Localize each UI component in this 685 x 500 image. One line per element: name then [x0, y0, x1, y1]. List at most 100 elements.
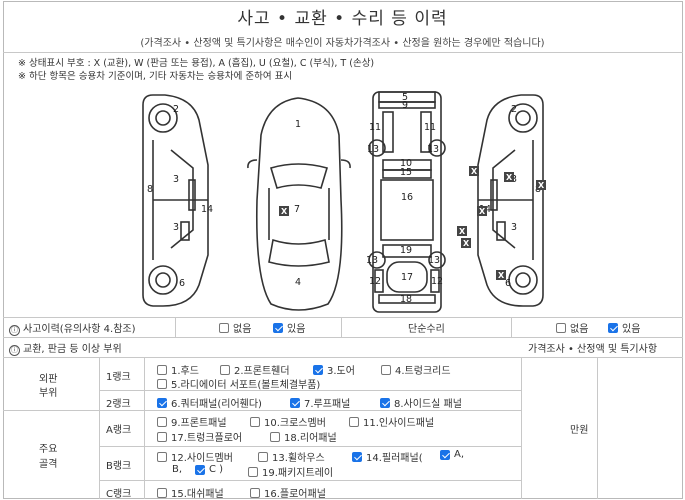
svg-text:14: 14: [201, 204, 213, 215]
svg-text:11: 11: [424, 122, 436, 133]
side-sill-label: 8.사이드실 패널: [394, 399, 462, 410]
svg-text:7: 7: [294, 204, 300, 215]
cross-member-checkbox[interactable]: [250, 416, 260, 427]
rank2-label: 2랭크: [106, 399, 131, 410]
svg-text:10: 10: [400, 158, 412, 169]
frame-view: [368, 91, 446, 313]
pillar-a-checkbox[interactable]: [440, 449, 450, 460]
svg-text:1: 1: [295, 119, 301, 130]
svg-text:2: 2: [173, 104, 179, 115]
svg-text:9: 9: [402, 100, 408, 111]
warning-circle-icon: ⓘ: [9, 344, 20, 356]
page-title: 사고 • 교환 • 수리 등 이력: [237, 9, 448, 29]
svg-text:X: X: [463, 239, 470, 248]
trunk-floor-checkbox[interactable]: [157, 431, 167, 442]
svg-text:X: X: [459, 227, 466, 236]
repair-no-label: 없음: [570, 324, 589, 335]
car-damage-diagram: 2 3 3 8 14 6 1 4 7 5 9 11 11 13 13 10 15…: [3, 80, 683, 317]
front-panel-label: 9.프론트패널: [171, 418, 227, 429]
radiator-support-label: 5.라디에이터 서포트(볼트체결부품): [171, 380, 321, 391]
left-side-view: [142, 94, 209, 307]
hood-label: 1.후드: [171, 366, 199, 377]
frame-group-label-2: 골격: [39, 459, 58, 470]
svg-text:12: 12: [431, 276, 443, 287]
rear-panel-checkbox[interactable]: [270, 431, 280, 442]
accident-no-checkbox[interactable]: [219, 322, 229, 333]
wheel-house-label: 13.휠하우스: [272, 453, 325, 464]
rankB-label: B랭크: [106, 461, 132, 472]
door-label: 3.도어: [327, 366, 355, 377]
svg-text:X: X: [538, 181, 545, 190]
frame-group-label-1: 주요: [39, 444, 58, 455]
legend-note: ※ 상태표시 부호 : X (교환), W (판금 또는 용접), A (흠집)…: [18, 58, 375, 69]
front-panel-checkbox[interactable]: [157, 416, 167, 427]
pillar-panel-label: 14.필러패널(: [366, 453, 423, 464]
svg-text:4: 4: [295, 277, 301, 288]
cross-member-label: 10.크로스멤버: [264, 418, 326, 429]
door-checkbox[interactable]: [313, 364, 323, 375]
svg-text:3: 3: [511, 222, 517, 233]
hood-checkbox[interactable]: [157, 364, 167, 375]
floor-panel-label: 16.플로어패널: [264, 489, 326, 500]
package-tray-label: 19.패키지트레이: [262, 468, 334, 479]
simple-repair-label: 단순수리: [408, 324, 445, 335]
svg-text:5: 5: [402, 92, 408, 103]
svg-text:6: 6: [179, 278, 185, 289]
rank1-label: 1랭크: [106, 372, 131, 383]
svg-text:13: 13: [428, 255, 440, 266]
outer-group-label-1: 외판: [39, 374, 58, 385]
front-fender-checkbox[interactable]: [220, 364, 230, 375]
side-sill-checkbox[interactable]: [380, 397, 390, 408]
package-tray-checkbox[interactable]: [248, 466, 258, 477]
side-member-checkbox[interactable]: [157, 451, 167, 462]
svg-text:8: 8: [147, 184, 153, 195]
trunk-floor-label: 17.트렁크플로어: [171, 433, 243, 444]
repair-yes-label: 있음: [622, 324, 641, 335]
rankA-label: A랭크: [106, 425, 132, 436]
svg-text:13: 13: [427, 144, 439, 155]
inside-panel-checkbox[interactable]: [349, 416, 359, 427]
price-header: 가격조사 • 산정액 및 특기사항: [528, 344, 658, 355]
svg-text:17: 17: [401, 272, 413, 283]
quarter-panel-checkbox[interactable]: [157, 397, 167, 408]
wheel-house-checkbox[interactable]: [258, 451, 268, 462]
basis-note: ※ 하단 항목은 승용차 기준이며, 기타 자동차는 승용차에 준하여 표시: [18, 71, 293, 82]
svg-text:16: 16: [401, 192, 413, 203]
roof-panel-checkbox[interactable]: [290, 397, 300, 408]
accident-yes-label: 있음: [287, 324, 306, 335]
pillar-c-label: C ): [209, 464, 224, 475]
svg-text:X: X: [498, 271, 505, 280]
accident-no-label: 없음: [233, 324, 252, 335]
pillar-c-checkbox[interactable]: [195, 464, 205, 475]
svg-text:3: 3: [173, 174, 179, 185]
side-member-label: 12.사이드멤버: [171, 453, 233, 464]
floor-panel-checkbox[interactable]: [250, 487, 260, 498]
svg-text:15: 15: [400, 167, 412, 178]
svg-text:X: X: [479, 207, 486, 216]
trunk-lid-checkbox[interactable]: [381, 364, 391, 375]
quarter-panel-label: 6.쿼터패널(리어휀다): [171, 399, 262, 410]
svg-text:13: 13: [367, 144, 379, 155]
front-fender-label: 2.프론트휀더: [234, 366, 290, 377]
report-frame: [3, 1, 683, 499]
trunk-lid-label: 4.트렁크리드: [395, 366, 451, 377]
radiator-support-checkbox[interactable]: [157, 378, 167, 389]
top-view: [247, 97, 351, 311]
repair-no-checkbox[interactable]: [556, 322, 566, 333]
svg-text:3: 3: [511, 174, 517, 185]
rankC-label: C랭크: [106, 489, 132, 500]
exchange-label: 교환, 판금 등 이상 부위: [23, 343, 122, 355]
accident-yes-checkbox[interactable]: [273, 322, 283, 333]
dash-panel-checkbox[interactable]: [157, 487, 167, 498]
svg-text:18: 18: [400, 294, 412, 305]
repair-yes-checkbox[interactable]: [608, 322, 618, 333]
right-side-view: [477, 94, 544, 307]
svg-text:19: 19: [400, 245, 412, 256]
outer-group-label-2: 부위: [39, 388, 58, 399]
accident-label: 사고이력(유의사항 4.참조): [23, 323, 136, 335]
page-subtitle: (가격조사 • 산정액 및 특기사항은 매수인이 자동차가격조사 • 산정을 원…: [140, 38, 545, 49]
pillar-panel-checkbox[interactable]: [352, 451, 362, 462]
pillar-a-label: A,: [454, 449, 465, 460]
